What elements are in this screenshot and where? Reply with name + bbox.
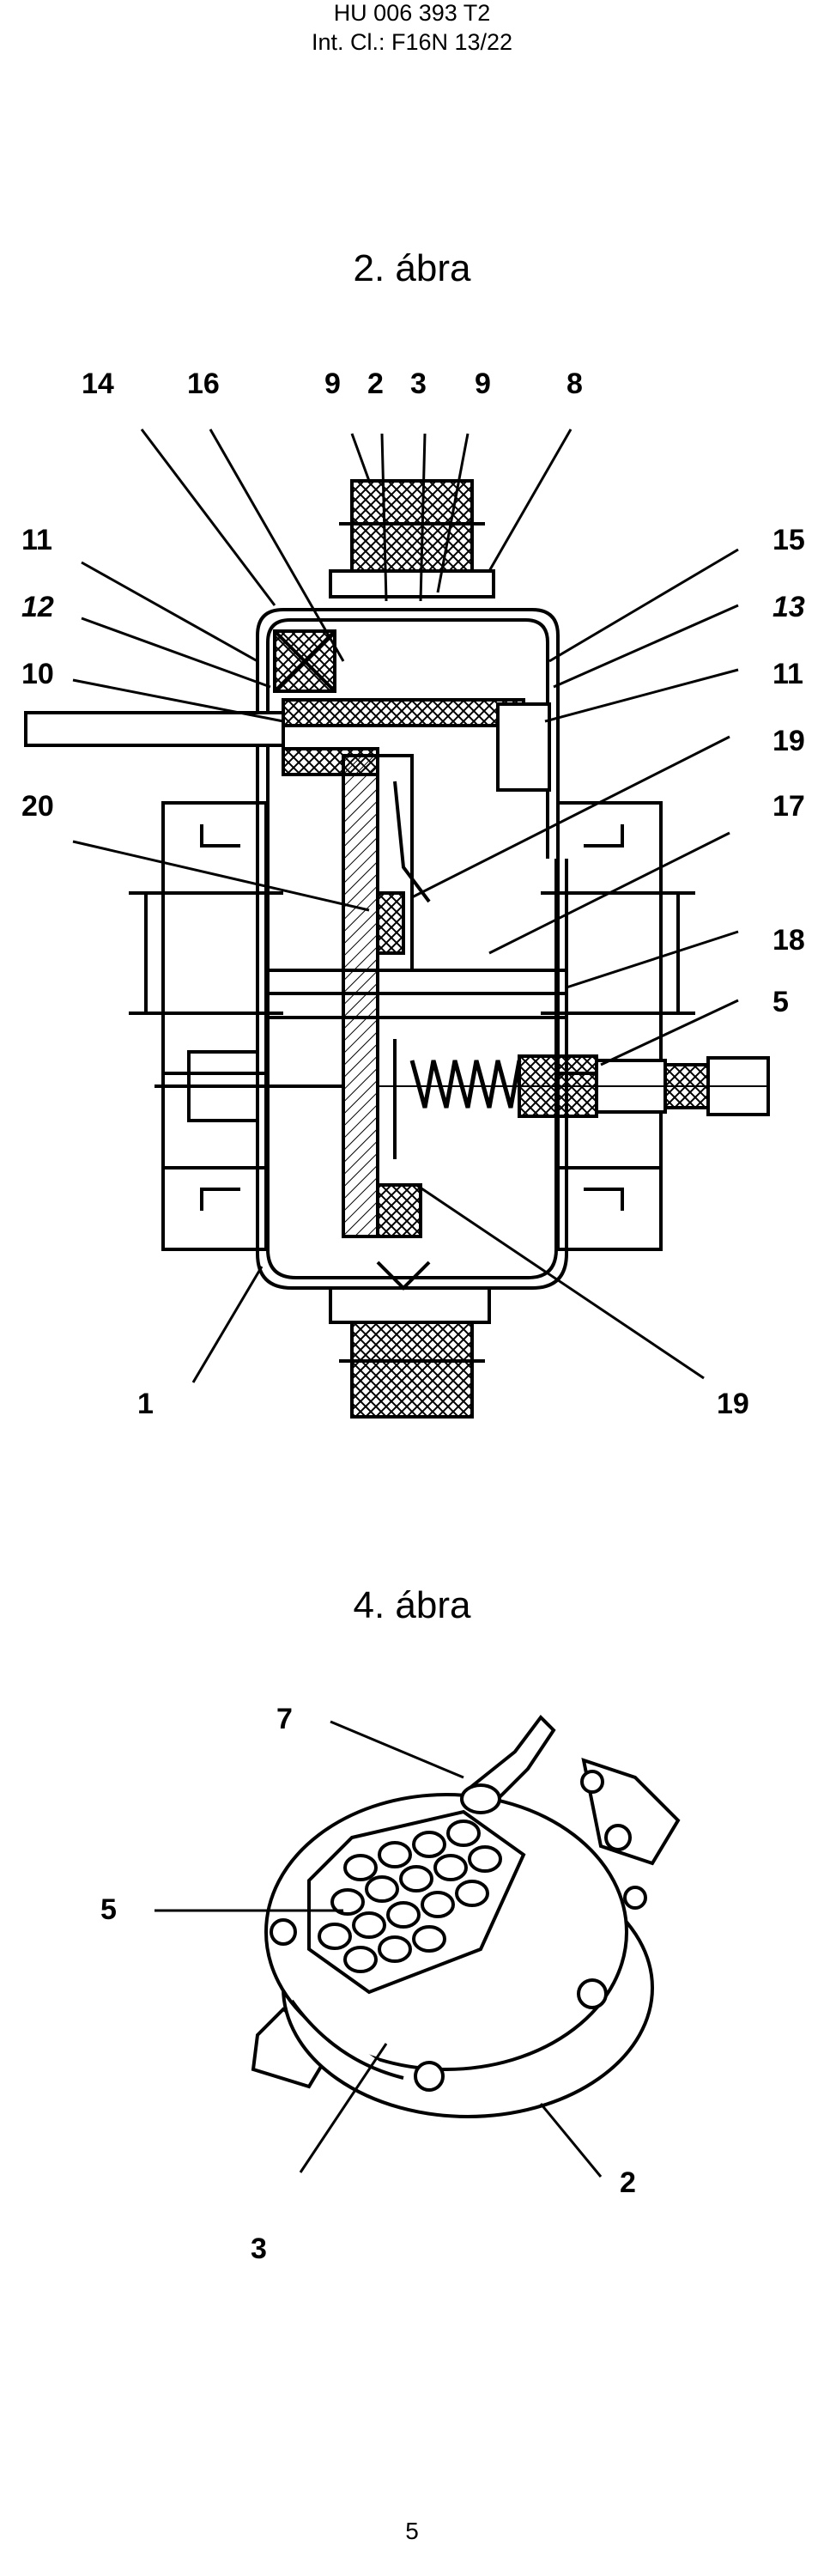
fig4-label-2: 2 xyxy=(620,2166,636,2199)
patent-number: HU 006 393 T2 xyxy=(333,0,491,26)
figure-2-title: 2. ábra xyxy=(353,247,471,289)
page-number: 5 xyxy=(405,2518,419,2544)
fig2-label-19-top: 19 xyxy=(772,725,805,757)
figure-4-drawing xyxy=(154,1714,681,2178)
fig2-label-2: 2 xyxy=(367,368,384,400)
fig4-label-3: 3 xyxy=(251,2233,267,2265)
figure-4-title: 4. ábra xyxy=(353,1584,471,1626)
fig2-label-20: 20 xyxy=(21,790,54,823)
fig2-label-1: 1 xyxy=(137,1388,154,1420)
fig2-label-16: 16 xyxy=(187,368,220,400)
fig4-label-5: 5 xyxy=(100,1893,117,1926)
fig2-label-8: 8 xyxy=(566,368,583,400)
fig2-label-5: 5 xyxy=(772,986,789,1018)
fig2-label-11-right: 11 xyxy=(772,658,803,690)
fig2-label-18: 18 xyxy=(772,924,805,957)
fig2-label-19-bottom: 19 xyxy=(717,1388,749,1420)
fig2-label-11-left: 11 xyxy=(21,524,52,556)
figure-2-drawing xyxy=(24,428,770,1419)
fig2-label-12: 12 xyxy=(21,591,54,623)
fig2-label-13: 13 xyxy=(772,591,805,623)
fig2-label-3: 3 xyxy=(410,368,427,400)
fig2-label-15: 15 xyxy=(772,524,805,556)
fig2-label-9-left: 9 xyxy=(324,368,341,400)
fig2-label-14: 14 xyxy=(82,368,114,400)
fig2-label-10: 10 xyxy=(21,658,54,690)
fig4-label-7: 7 xyxy=(276,1703,293,1735)
fig2-label-9-right: 9 xyxy=(475,368,491,400)
fig2-label-17: 17 xyxy=(772,790,805,823)
classification: Int. Cl.: F16N 13/22 xyxy=(311,29,513,55)
